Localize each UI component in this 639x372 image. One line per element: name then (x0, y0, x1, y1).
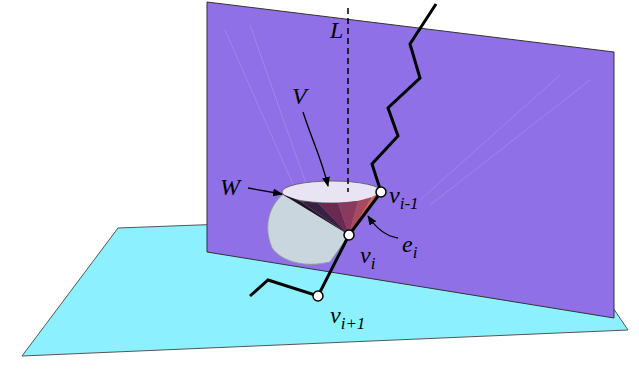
leader-line (248, 188, 282, 194)
chain (372, 4, 436, 192)
chain (250, 235, 349, 296)
axis-line (347, 8, 349, 192)
vertical-plane (207, 2, 614, 318)
vertex (376, 187, 386, 197)
cone-face (282, 194, 349, 235)
math-label: vi-1 (389, 183, 419, 212)
edge-ei (349, 192, 381, 235)
math-label: V (292, 84, 307, 108)
plane-shading (225, 25, 590, 205)
vertex (313, 291, 323, 301)
math-label: vi (360, 243, 375, 272)
math-label: vi+1 (330, 303, 365, 332)
math-label: W (220, 175, 240, 199)
leader-line (303, 112, 328, 186)
math-label: ei (402, 232, 417, 261)
leader-line (368, 216, 398, 238)
math-label: L (330, 18, 343, 42)
cone-face (349, 192, 381, 235)
vertex (344, 230, 354, 240)
